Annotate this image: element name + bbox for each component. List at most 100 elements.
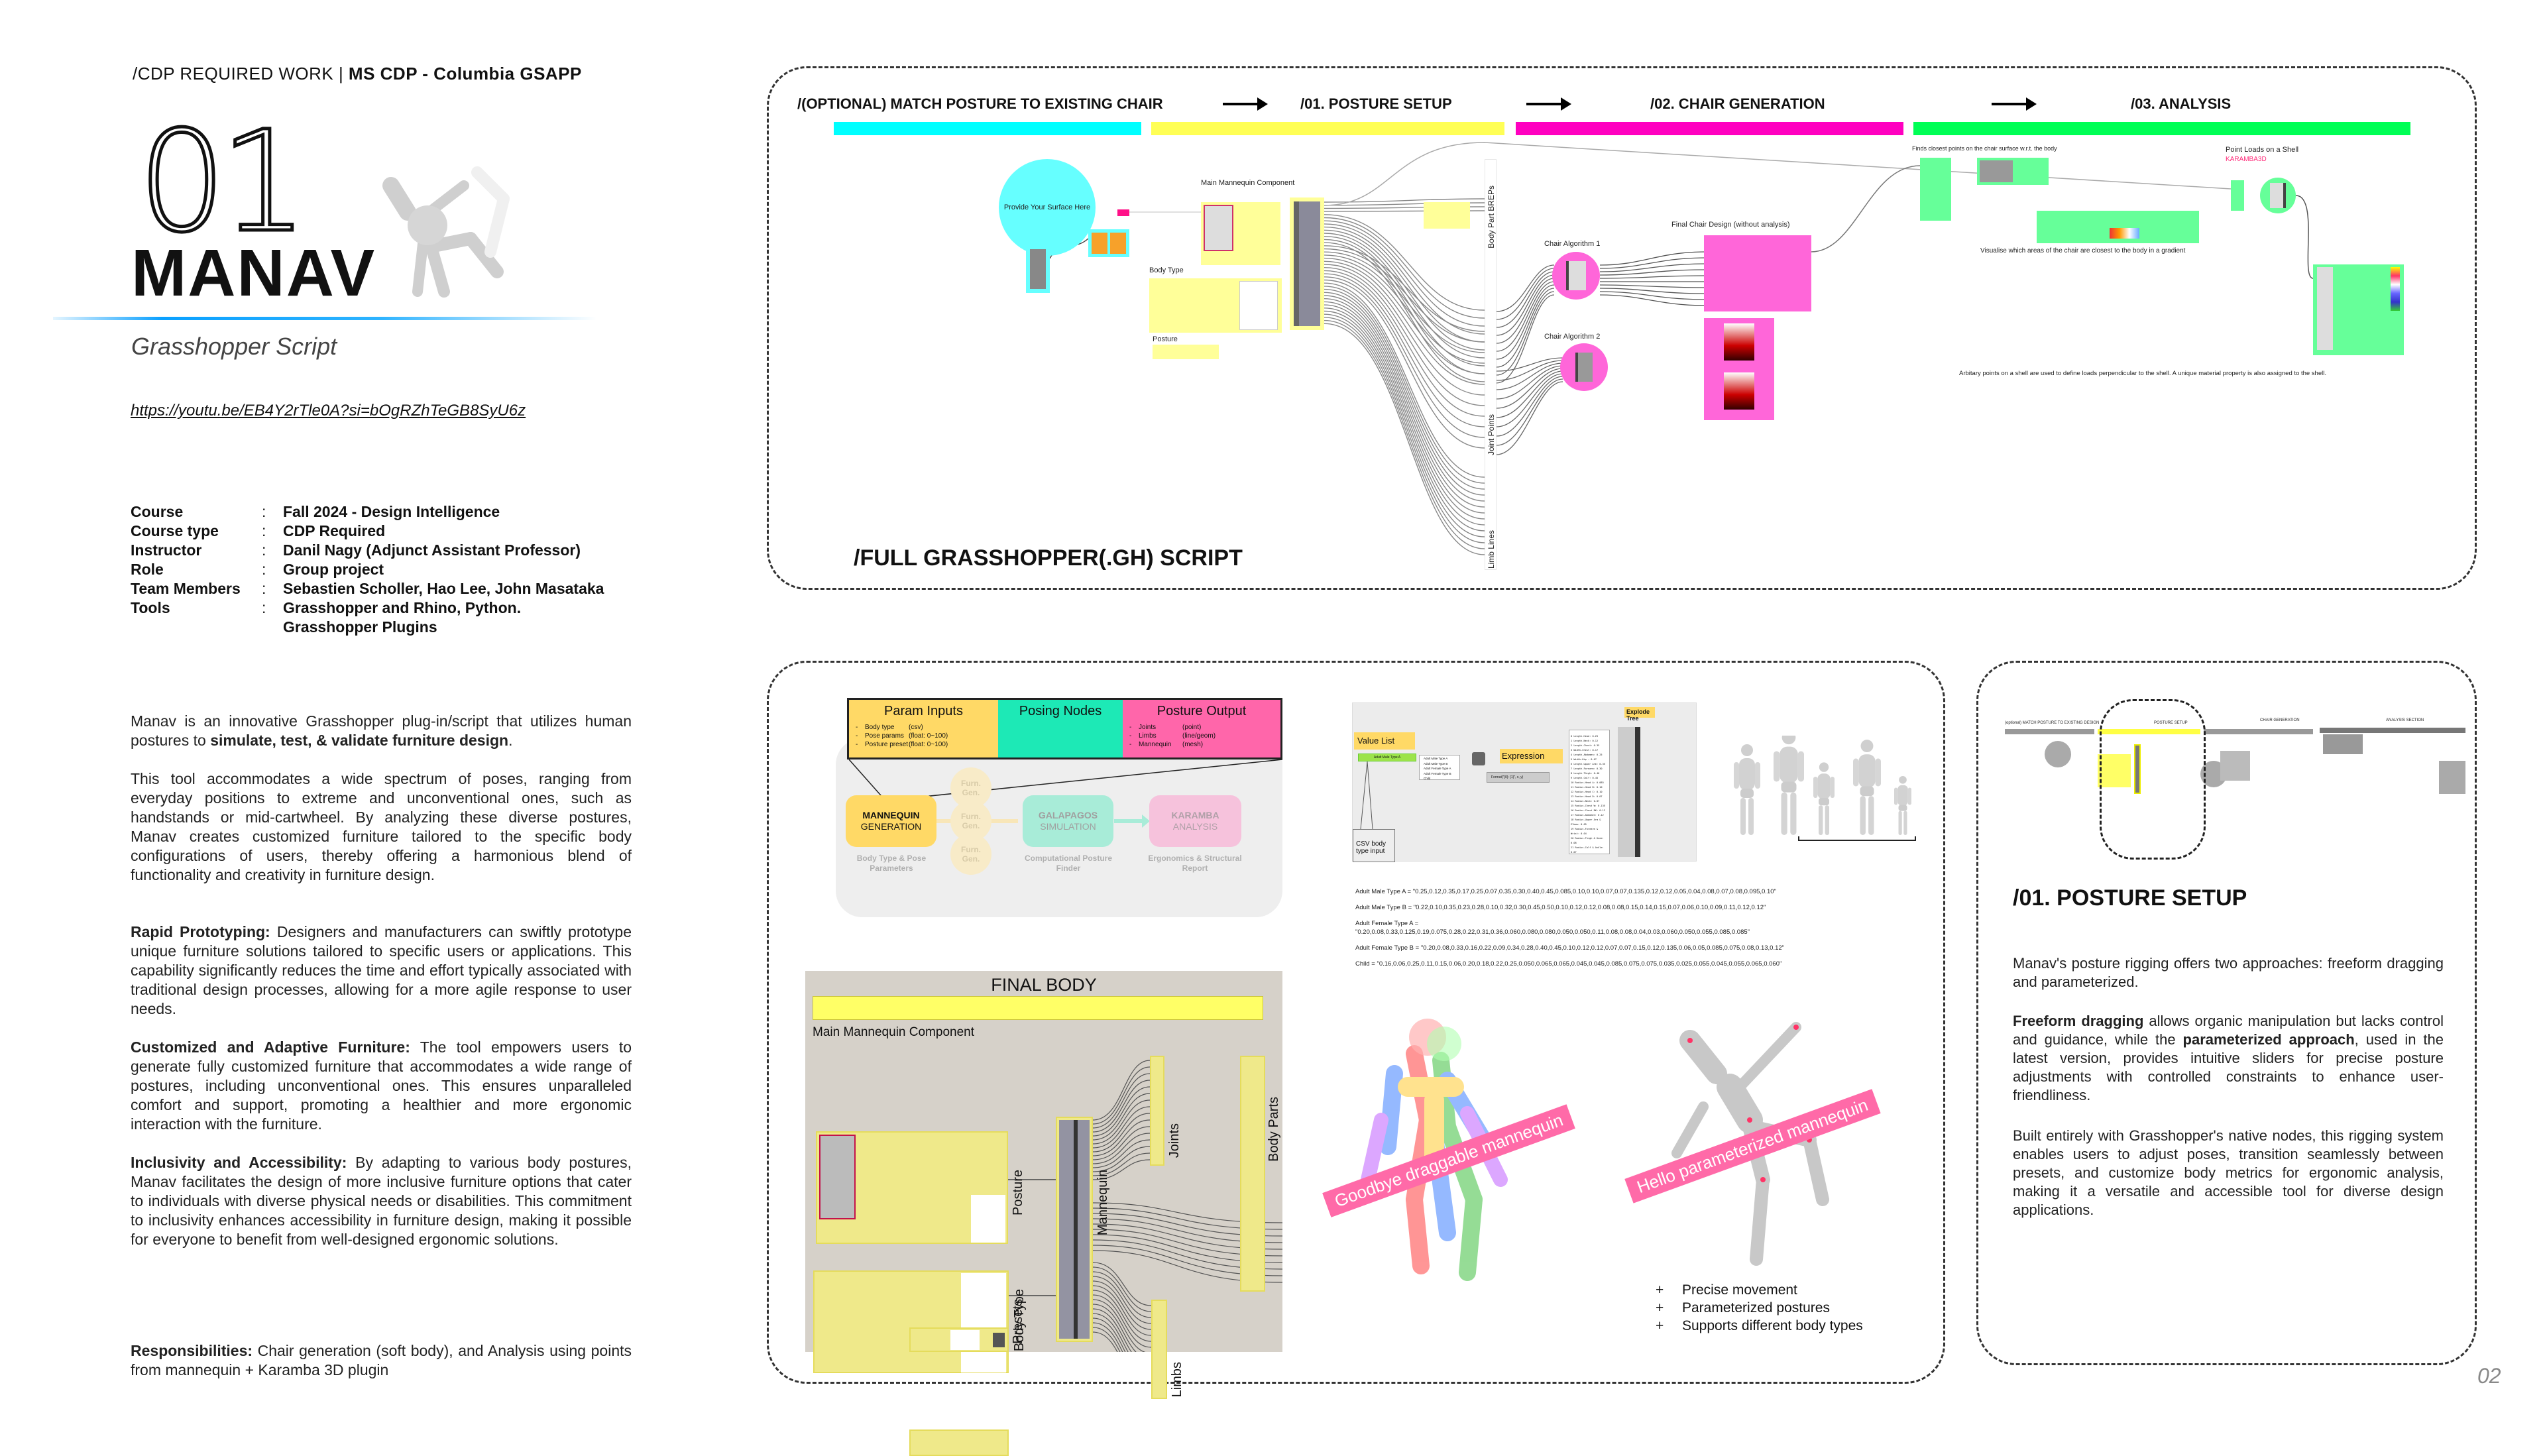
posture-output-section: Posture Output -Joints(point) -Limbs(lin…: [1123, 700, 1280, 757]
wire: [1496, 373, 1563, 427]
panel-row: 9 Length-Calf: 0.45: [1571, 777, 1599, 779]
wire: [1092, 1139, 1151, 1168]
closest-inputs-group[interactable]: [1920, 158, 1951, 221]
expression-component[interactable]: Format("{0}: {1}", x, y): [1487, 772, 1550, 783]
arrow-right-icon: [1526, 97, 1571, 111]
csv-line: "0.20,0.08,0.33,0.125,0.19,0.075,0.28,0.…: [1355, 928, 1750, 936]
wire: [1324, 198, 1485, 203]
value-list-option[interactable]: Adult Female Type B: [1424, 771, 1451, 775]
closest-points-component[interactable]: [1977, 158, 2049, 185]
wire: [1092, 1308, 1132, 1352]
value-list-option[interactable]: Adult Male Type B: [1424, 761, 1448, 765]
csv-input-note: CSV body type input: [1353, 829, 1395, 862]
wire: [1599, 284, 1707, 288]
wire: [1324, 279, 1485, 449]
expression-tag: Expression: [1500, 749, 1563, 763]
script-panel-title: /FULL GRASSHOPPER(.GH) SCRIPT: [854, 545, 1243, 571]
explode-tree-component[interactable]: [1618, 727, 1640, 857]
wire: [1324, 217, 1485, 319]
value-list-option[interactable]: Child: [1424, 777, 1431, 780]
presets-label: Presets: [1011, 1299, 1025, 1344]
limbs-params[interactable]: [1151, 1300, 1167, 1399]
wire: [1092, 1304, 1137, 1352]
surface-input-group[interactable]: [999, 159, 1096, 256]
body-parts-params[interactable]: [1240, 1056, 1265, 1292]
wire: [1496, 274, 1555, 336]
final-chair-group[interactable]: [1704, 235, 1811, 311]
wire: [1324, 270, 1485, 417]
mannequin-component[interactable]: [1290, 197, 1324, 330]
analysis-inputs[interactable]: [2231, 180, 2244, 211]
wire: [1092, 1266, 1152, 1312]
callout-pointer: [1360, 761, 1373, 830]
video-link[interactable]: https://youtu.be/EB4Y2rTle0A?si=bOgRZhTe…: [131, 402, 526, 420]
wire: [1092, 1294, 1152, 1348]
wire: [1496, 363, 1563, 390]
posture-params-group[interactable]: [1201, 202, 1280, 265]
page-number: 02: [2477, 1364, 2501, 1388]
chair-preview-group[interactable]: [1704, 318, 1774, 420]
mannequin-component[interactable]: [1056, 1117, 1093, 1342]
param-input-item: -Pose params(float: 0~100): [856, 732, 948, 740]
wire: [1324, 257, 1485, 374]
presets-group[interactable]: [909, 1327, 1009, 1352]
chair-algorithm-1[interactable]: [1552, 252, 1600, 300]
wire: [1092, 1327, 1121, 1352]
posture-setup-intro: Manav's posture rigging offers two appro…: [2013, 955, 2444, 990]
wire: [1496, 376, 1563, 437]
presets-group[interactable]: [909, 1429, 1009, 1456]
body-type-group[interactable]: [1149, 278, 1282, 333]
body-parts-label: Body Parts: [1267, 1097, 1281, 1162]
posture-group[interactable]: [816, 1131, 1008, 1244]
info-row: Instructor:Danil Nagy (Adjunct Assistant…: [131, 541, 581, 559]
surface-component[interactable]: [1026, 245, 1050, 293]
section-chair-generation: /02. CHAIR GENERATION: [1650, 95, 1825, 112]
extra-group[interactable]: [1424, 202, 1470, 229]
wire: [1496, 271, 1555, 328]
feature-item: +Parameterized postures: [1656, 1300, 1830, 1316]
wire: [1092, 1331, 1118, 1352]
wire: [1092, 1073, 1151, 1129]
value-list-option[interactable]: Adult Male Type A: [1424, 757, 1448, 760]
gradient-group[interactable]: [2037, 211, 2199, 243]
body-type-group[interactable]: [813, 1270, 1009, 1373]
shell-loads-component[interactable]: [2260, 178, 2296, 213]
project-info-table: Course:Fall 2024 - Design Intelligence C…: [131, 502, 604, 637]
karamba-analysis-group[interactable]: [2313, 264, 2404, 355]
mini-bar: [2320, 728, 2465, 733]
value-list-dropdown[interactable]: Adult Male Type A: [1358, 754, 1416, 761]
value-list-option[interactable]: Adult Female Type A: [1424, 767, 1451, 770]
wire: [1324, 248, 1485, 343]
wire: [1092, 1159, 1151, 1180]
wire: [1092, 1280, 1152, 1330]
wire: [1496, 370, 1563, 418]
info-row: Team Members:Sebastien Scholler, Hao Lee…: [131, 580, 604, 597]
match-components[interactable]: [1088, 229, 1129, 257]
posture-group[interactable]: [1153, 345, 1219, 359]
wire: [1496, 284, 1555, 360]
wire: [1092, 1086, 1151, 1137]
chair-algorithm-2[interactable]: [1560, 343, 1608, 391]
split-component[interactable]: [1472, 752, 1485, 765]
mini-node: [2134, 744, 2141, 794]
title-divider: [53, 317, 596, 320]
mini-section-label: ANALYSIS SECTION: [2386, 718, 2424, 722]
description-customized: Customized and Adaptive Furniture: The t…: [131, 1038, 632, 1133]
mini-node: [2439, 761, 2465, 794]
wire: [1324, 313, 1485, 537]
wire: [1092, 1152, 1151, 1176]
match-toggle[interactable]: [1117, 209, 1129, 216]
posture-setup-approaches: Freeform dragging allows organic manipul…: [2013, 1013, 2444, 1103]
description-rapid-prototyping: Rapid Prototyping: Designers and manufac…: [131, 923, 632, 1017]
wire: [1811, 165, 1921, 252]
panel-row: 16 Radius-Chest BK: 0.12: [1571, 809, 1605, 812]
mini-section-label: (optional) MATCH POSTURE TO EXISTING DES…: [2005, 721, 2100, 725]
wire: [1599, 251, 1707, 266]
wire: [1324, 323, 1485, 555]
body-type-canvas: Value List Adult Male Type A Adult Male …: [1352, 702, 1697, 862]
wire: [1324, 301, 1485, 514]
joints-params[interactable]: [1150, 1056, 1164, 1166]
joint-points-label: Joint Points: [1487, 414, 1496, 456]
wire: [1092, 1322, 1123, 1352]
